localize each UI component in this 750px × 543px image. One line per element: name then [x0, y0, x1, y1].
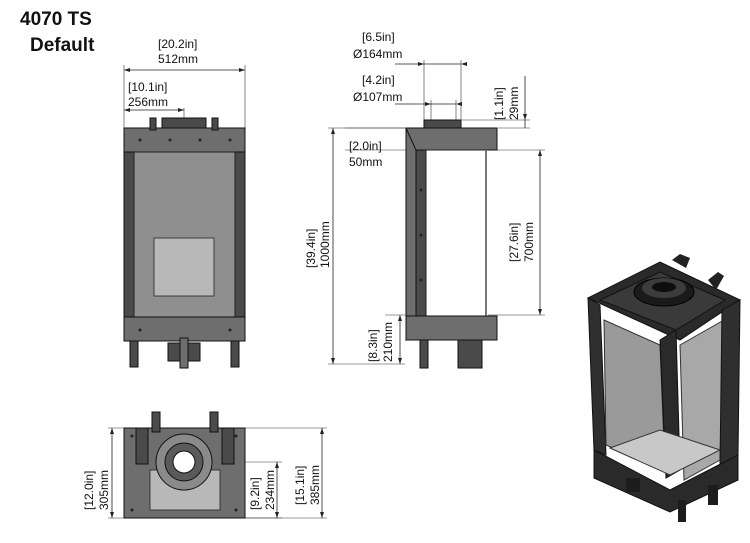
variant-title: Default: [30, 35, 95, 56]
plan-view: [12.0in] 305mm [9.2in] 234mm [15.1in] 38…: [82, 411, 327, 519]
plan-depth-metric: 385mm: [308, 465, 322, 505]
flue-height-metric: 29mm: [507, 87, 521, 120]
front-center-imperial: [10.1in]: [128, 80, 167, 94]
top-offset-metric: 50mm: [349, 155, 382, 169]
top-offset-imperial: [2.0in]: [349, 139, 382, 153]
bottom-plate: [123, 316, 246, 342]
flue-outer-imperial: [6.5in]: [362, 30, 395, 44]
total-height-imperial: [39.4in]: [304, 229, 318, 268]
front-center-metric: 256mm: [128, 95, 168, 109]
side-rear-wall: [415, 149, 427, 317]
base-height-imperial: [8.3in]: [366, 329, 380, 362]
flue-inner-imperial: [4.2in]: [362, 73, 395, 87]
front-width-imperial: [20.2in]: [158, 37, 197, 51]
glass-height-metric: 700mm: [522, 222, 536, 262]
glass-height-imperial: [27.6in]: [507, 223, 521, 262]
side-opening: [425, 149, 487, 317]
flue-inner-metric: Ø107mm: [353, 90, 402, 104]
burner-panel: [153, 237, 215, 297]
front-view: [20.2in] 512mm [10.1in] 256mm: [123, 37, 246, 369]
model-title: 4070 TS: [20, 9, 92, 30]
plan-flue-center-imperial: [9.2in]: [248, 477, 262, 510]
isometric-render: [586, 254, 742, 522]
flue-height-imperial: [1.1in]: [492, 87, 506, 120]
plan-flue-center-metric: 234mm: [263, 470, 277, 510]
plan-flue-inner: [172, 450, 196, 474]
base-height-metric: 210mm: [381, 322, 395, 362]
side-bottom-plate: [405, 315, 498, 341]
total-height-metric: 1000mm: [318, 221, 332, 268]
right-post: [234, 151, 246, 318]
front-width-metric: 512mm: [158, 52, 198, 66]
side-view: [6.5in] Ø164mm [4.2in] Ø107mm [1.1in] 29…: [304, 30, 545, 369]
top-plate: [123, 127, 246, 153]
flue-outer-metric: Ø164mm: [353, 47, 402, 61]
plan-width-metric: 305mm: [97, 470, 111, 510]
plan-depth-imperial: [15.1in]: [293, 466, 307, 505]
side-valve: [457, 339, 483, 369]
left-post: [123, 151, 135, 318]
plan-width-imperial: [12.0in]: [82, 471, 96, 510]
